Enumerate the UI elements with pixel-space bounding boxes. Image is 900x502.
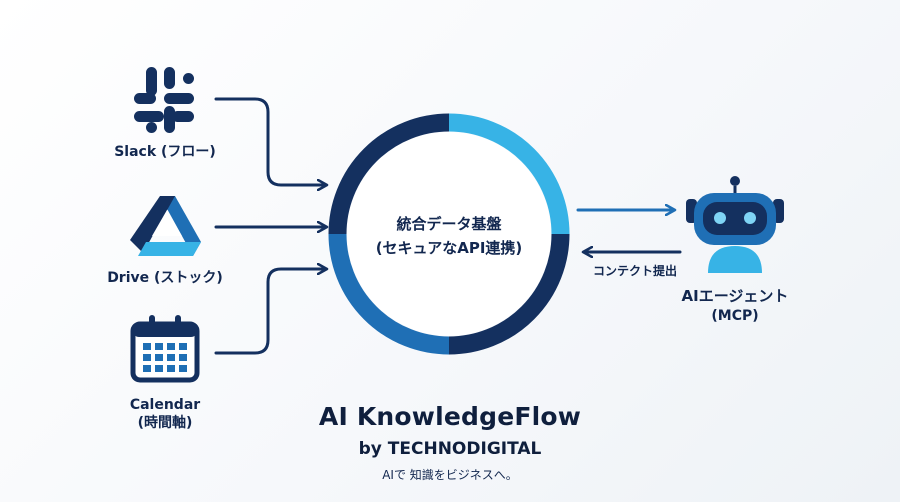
hub-title: 統合データ基盤 [396, 215, 502, 233]
brand-tagline: AIで 知識をビジネスへ。 [382, 468, 518, 482]
brand-subtitle: by TECHNODIGITAL [358, 439, 542, 459]
slack-to-hub-arrow [214, 97, 326, 185]
context-label: コンテクト提出 [592, 264, 677, 278]
calendar-label: Calendar [129, 397, 201, 413]
calendar-sublabel: (時間軸) [137, 415, 193, 431]
hub-ring-segment-top-right [448, 113, 570, 235]
drive-icon [130, 196, 201, 256]
calendar-icon [130, 315, 200, 383]
hub-ring-segment-top-left [328, 113, 450, 235]
calendar-to-hub-arrow [214, 269, 326, 355]
slack-icon [134, 67, 194, 133]
robot-icon [686, 176, 784, 273]
slack-label: Slack (フロー) [114, 144, 216, 160]
hub-core [347, 132, 551, 336]
drive-label: Drive (ストック) [107, 270, 223, 286]
agent-sublabel: (MCP) [711, 308, 759, 324]
brand-title: AI KnowledgeFlow [318, 402, 582, 431]
hub-ring-segment-bottom-left [328, 233, 450, 355]
hub-ring-segment-bottom-right [448, 233, 570, 355]
hub-subtitle: (セキュアなAPI連携) [375, 239, 523, 257]
agent-label: AIエージェント [681, 287, 789, 305]
hub-ring [328, 113, 570, 355]
